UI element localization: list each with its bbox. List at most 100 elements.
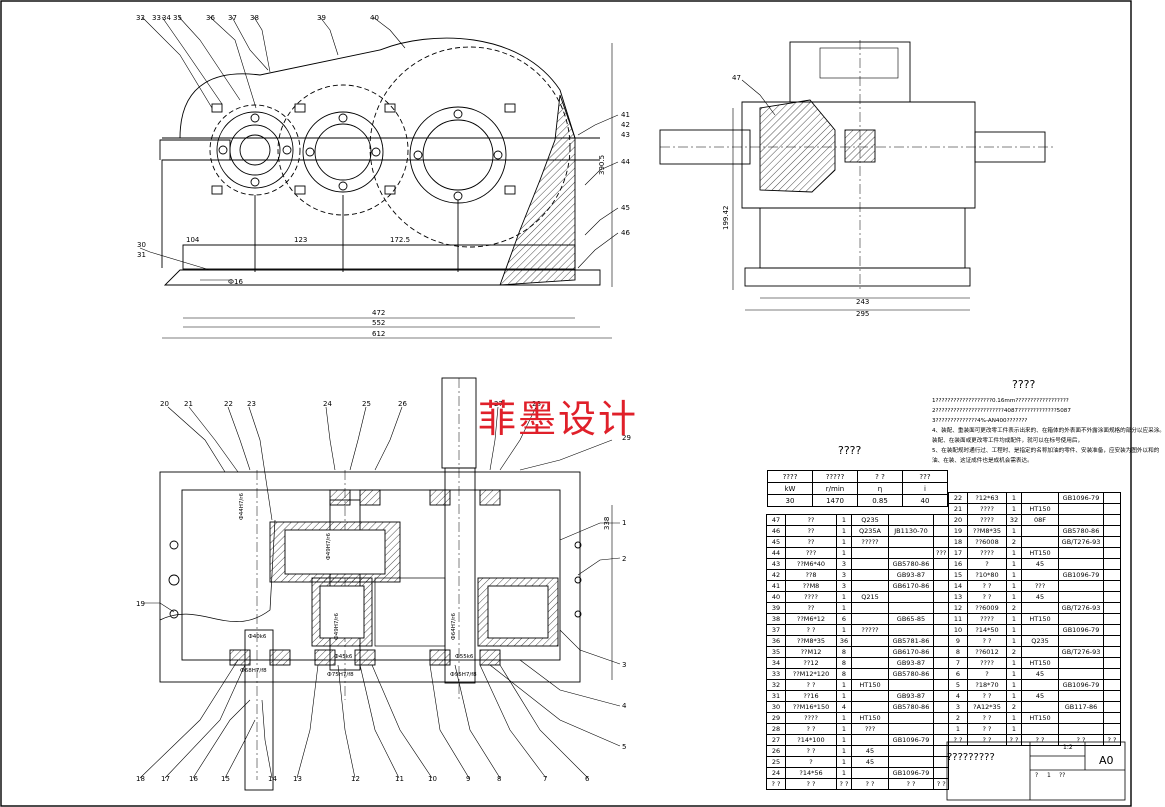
bom-cell: ?A12*35 bbox=[967, 701, 1007, 713]
balloon-13: 13 bbox=[293, 775, 302, 783]
bom-cell: ??M8*35 bbox=[785, 635, 837, 647]
balloon-44: 44 bbox=[621, 158, 630, 166]
bom-row: 44???1??? bbox=[766, 547, 950, 559]
plan-view bbox=[139, 377, 621, 791]
bom-cell bbox=[932, 536, 950, 548]
bom-cell: 1 bbox=[836, 712, 852, 724]
bom-cell bbox=[1021, 723, 1059, 735]
bom-row: 14? ?1??? bbox=[948, 580, 1121, 592]
bom-cell bbox=[851, 569, 889, 581]
bom-cell bbox=[1058, 558, 1104, 570]
bom-cell bbox=[1103, 492, 1121, 504]
balloon-45: 45 bbox=[621, 204, 630, 212]
bom-cell: 1 bbox=[836, 767, 852, 779]
bom-cell bbox=[851, 635, 889, 647]
bom-cell: 41 bbox=[766, 580, 786, 592]
bom-cell bbox=[932, 569, 950, 581]
note-line: 5、在装配规时通行过、工程时、是指定的名称加油的零件、安装准备，应安装为图外以和… bbox=[932, 448, 1160, 454]
bom-cell: 1 bbox=[1006, 569, 1022, 581]
fit-label: Ф44H7/r6 bbox=[239, 493, 245, 520]
dim-199-42: 199.42 bbox=[722, 206, 730, 231]
bom-cell: 3 bbox=[948, 701, 968, 713]
bom-cell: 42 bbox=[766, 569, 786, 581]
balloon-40: 40 bbox=[370, 14, 379, 22]
dim-552: 552 bbox=[372, 319, 385, 327]
bom-cell bbox=[888, 745, 934, 757]
bom-cell: 35 bbox=[766, 646, 786, 658]
bom-cell: 34 bbox=[766, 657, 786, 669]
bom-cell: 3 bbox=[836, 558, 852, 570]
bom-cell bbox=[1103, 536, 1121, 548]
bom-cell: 30 bbox=[766, 701, 786, 713]
bom-cell: 1 bbox=[836, 536, 852, 548]
bom-cell bbox=[888, 536, 934, 548]
perf-value: 1470 bbox=[812, 494, 858, 507]
bom-cell bbox=[1021, 569, 1059, 581]
bom-cell bbox=[932, 679, 950, 691]
fit-label: Ф95H7/f8 bbox=[450, 672, 477, 678]
bom-cell: GB5780-86 bbox=[888, 701, 934, 713]
bom-cell: ? ? bbox=[785, 723, 837, 735]
bom-cell bbox=[888, 712, 934, 724]
bom-cell: 1 bbox=[836, 602, 852, 614]
balloon-11: 11 bbox=[395, 775, 404, 783]
bom-cell bbox=[1103, 558, 1121, 570]
bom-cell: 1 bbox=[1006, 712, 1022, 724]
dim-243: 243 bbox=[856, 298, 869, 306]
bom-cell: 26 bbox=[766, 745, 786, 757]
bom-cell: ?? bbox=[785, 602, 837, 614]
bom-cell: HT150 bbox=[1021, 547, 1059, 559]
bom-cell: GB1096-79 bbox=[1058, 679, 1104, 691]
bom-cell: ? ? bbox=[967, 635, 1007, 647]
bom-cell: 2 bbox=[1006, 701, 1022, 713]
bom-cell: 8 bbox=[836, 646, 852, 658]
bom-cell bbox=[1058, 635, 1104, 647]
bom-cell: ???? bbox=[967, 547, 1007, 559]
bom-cell bbox=[1058, 503, 1104, 515]
bom-cell: GB1096-79 bbox=[888, 734, 934, 746]
bom-cell: ?? bbox=[785, 525, 837, 537]
bom-cell: 1 bbox=[948, 723, 968, 735]
bom-cell bbox=[932, 690, 950, 702]
bom-row: ? ?? ?? ?? ?? ?? ? bbox=[948, 734, 1121, 746]
bom-cell: ? ? bbox=[766, 778, 786, 790]
bom-cell: ?12*63 bbox=[967, 492, 1007, 504]
bom-cell bbox=[1103, 613, 1121, 625]
bom-cell: 45 bbox=[851, 745, 889, 757]
balloon-21: 21 bbox=[184, 400, 193, 408]
bom-cell: ??M8*35 bbox=[967, 525, 1007, 537]
bom-cell: 45 bbox=[1021, 690, 1059, 702]
bom-row: 39??1 bbox=[766, 602, 950, 614]
balloon-6: 6 bbox=[585, 775, 590, 783]
bom-cell: 45 bbox=[766, 536, 786, 548]
bom-cell bbox=[1021, 536, 1059, 548]
bom-cell: 1 bbox=[1006, 624, 1022, 636]
bom-cell: ??8 bbox=[785, 569, 837, 581]
note-line: 油、在装、这证成件也是成机会需表达。 bbox=[932, 458, 1033, 464]
bom-cell: ? bbox=[967, 668, 1007, 680]
bom-cell: 1 bbox=[836, 679, 852, 691]
bom-cell: GB5780-86 bbox=[1058, 525, 1104, 537]
balloon-32: 32 bbox=[136, 14, 145, 22]
bom-cell bbox=[1058, 690, 1104, 702]
bom-cell bbox=[1058, 514, 1104, 526]
balloon-34: 34 bbox=[162, 14, 171, 22]
bom-cell: 43 bbox=[766, 558, 786, 570]
bom-cell: ? ? bbox=[785, 679, 837, 691]
bom-cell: 39 bbox=[766, 602, 786, 614]
balloon-31: 31 bbox=[137, 251, 146, 259]
bom-cell bbox=[1103, 712, 1121, 724]
bom-cell bbox=[932, 514, 950, 526]
bom-cell: 1 bbox=[1006, 503, 1022, 515]
